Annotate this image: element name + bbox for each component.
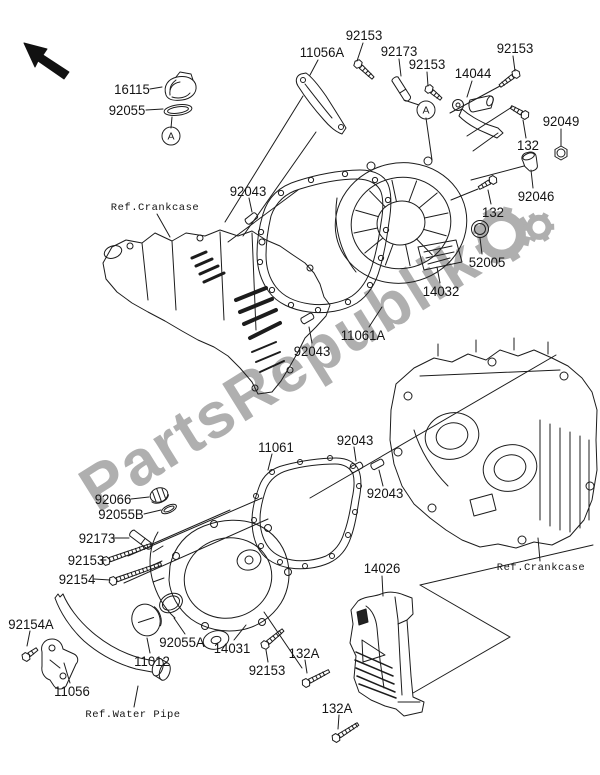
leader-line — [488, 190, 491, 204]
right-crankcase-sketch — [390, 338, 597, 548]
clutch-cover-14032-sketch — [324, 151, 478, 296]
leader-line — [144, 510, 161, 514]
leader-line — [480, 238, 482, 254]
gasket-11061A-sketch — [257, 170, 391, 313]
leader-line — [243, 132, 316, 236]
washer-92046-sketch — [520, 150, 540, 173]
leader-line — [264, 612, 302, 668]
leader-line — [150, 87, 162, 89]
oil-filler-cap-sketch — [165, 72, 196, 100]
left-crankcase-sketch — [102, 230, 330, 394]
bolt-132 — [509, 104, 530, 121]
bolt-92153 — [498, 68, 522, 89]
leader-line — [266, 650, 268, 662]
bolt-92153 — [423, 83, 443, 102]
leader-line — [146, 109, 163, 110]
leader-line — [310, 60, 318, 75]
leader-line — [309, 327, 312, 343]
leader-line — [382, 576, 383, 596]
leader-line — [249, 198, 252, 212]
clamp-11056-sketch — [42, 639, 78, 689]
leader-line — [379, 470, 383, 486]
leader-line — [64, 663, 70, 683]
leader-line — [426, 118, 432, 160]
leader-line — [338, 715, 339, 729]
bolt-92154 — [108, 560, 162, 586]
fitting-14044-sketch — [453, 95, 504, 138]
bolt-132 — [477, 175, 498, 192]
leader-line — [399, 59, 401, 76]
oring-92055-sketch — [163, 103, 192, 117]
dowel-92043 — [300, 312, 315, 324]
leader-line — [131, 497, 149, 499]
leader-line — [450, 86, 500, 113]
bolt-92153 — [259, 627, 285, 651]
leader-line — [94, 579, 110, 580]
leader-line — [157, 214, 170, 237]
leader-line — [427, 72, 428, 86]
leader-line — [420, 585, 510, 637]
leader-line — [234, 625, 246, 640]
leader-line — [357, 43, 363, 61]
leader-line — [305, 660, 307, 673]
bolt-92154a — [20, 646, 39, 663]
leader-line — [420, 545, 593, 585]
nut-92049-sketch — [555, 146, 567, 160]
bolt-92153 — [352, 58, 375, 81]
leader-line — [354, 447, 356, 461]
plug-92066-sketch — [148, 485, 170, 505]
leader-lines-layer — [27, 43, 593, 729]
leader-line — [369, 307, 382, 327]
leader-line — [451, 189, 478, 200]
leader-line — [471, 166, 524, 180]
leader-line — [128, 498, 262, 556]
leader-line — [147, 638, 150, 653]
seal-52005-sketch — [472, 221, 489, 238]
bolt-132a — [301, 667, 331, 688]
leader-line — [134, 686, 138, 707]
bolt-132a — [330, 721, 360, 744]
leader-line — [225, 96, 303, 222]
front-arrow-icon — [24, 43, 69, 79]
bolt-92153 — [101, 541, 152, 566]
leader-line — [513, 56, 515, 71]
leader-line — [310, 355, 556, 498]
leader-line — [523, 120, 526, 138]
leader-line — [473, 133, 498, 151]
leader-line — [437, 267, 440, 283]
leader-line — [268, 454, 272, 470]
leader-line — [228, 190, 298, 242]
leader-line — [171, 117, 172, 128]
water-pipe-sketch — [55, 594, 173, 682]
dowel-92043 — [244, 212, 258, 225]
fasteners-layer — [20, 58, 530, 743]
leader-line — [404, 100, 419, 105]
cap-11012-sketch — [128, 600, 165, 639]
leader-line — [124, 519, 268, 583]
leader-line — [413, 637, 510, 693]
dowel-92043 — [370, 458, 385, 470]
leader-line — [174, 618, 185, 634]
leader-line — [531, 170, 533, 188]
leader-line — [467, 107, 512, 136]
generator-cover-14031-sketch — [150, 520, 292, 652]
oring-92055B-sketch — [160, 502, 178, 515]
gasket-11061-sketch — [252, 456, 362, 569]
oring-92055A-sketch — [156, 589, 186, 616]
chain-cover-14026-sketch — [350, 592, 424, 716]
pin-92173 — [391, 76, 411, 102]
leader-line — [27, 631, 30, 646]
leader-line — [150, 510, 230, 545]
leader-line — [467, 81, 472, 97]
bracket-11056A-sketch — [296, 73, 346, 134]
pin-92173 — [129, 529, 154, 550]
